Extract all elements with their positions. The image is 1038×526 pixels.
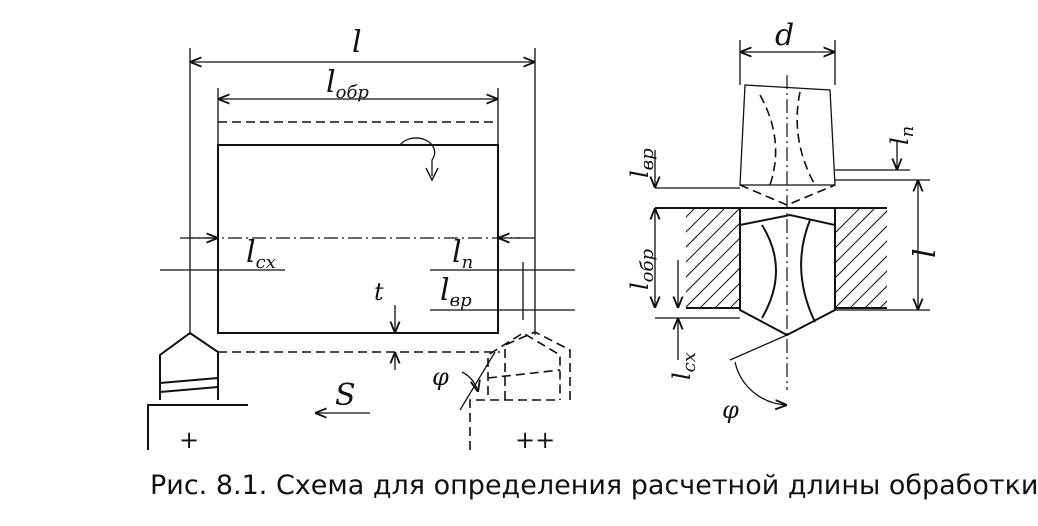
label-r-l-vr: lвр xyxy=(626,148,658,178)
label-t: t xyxy=(374,278,384,306)
tool-start xyxy=(159,331,219,400)
tool-end-stripe xyxy=(487,369,561,379)
hatching-left xyxy=(686,208,740,308)
label-l-p: lп xyxy=(452,235,473,273)
label-r-phi: φ xyxy=(722,396,739,424)
label-l-obr: lобр xyxy=(326,65,369,103)
rotation-arrowhead xyxy=(425,167,439,182)
hatching-right xyxy=(835,208,887,308)
machining-length-diagram: l lобр lcx lп lвр t xyxy=(147,18,943,454)
tool-end-dashed xyxy=(487,332,561,400)
label-phi: φ xyxy=(432,363,449,391)
label-l-vr: lвр xyxy=(440,273,472,311)
label-r-l-cx: lcx xyxy=(668,352,700,380)
phi-arc xyxy=(461,371,478,392)
label-l: l xyxy=(352,25,362,60)
tool-stripe-2 xyxy=(159,386,219,393)
label-plusplus: ++ xyxy=(515,426,555,454)
drill-tip-dashed xyxy=(739,184,836,206)
label-plus: + xyxy=(179,426,199,454)
r-phi-ray xyxy=(729,334,788,361)
tool-end-dashed-2 xyxy=(504,331,571,400)
figure-canvas: l lобр lcx lп lвр t xyxy=(147,18,1038,501)
drill-flutes-upper xyxy=(759,91,816,186)
turning-scheme: l lобр lcx lп lвр t xyxy=(147,25,575,454)
phi-ray xyxy=(459,351,496,411)
label-d: d xyxy=(775,18,794,53)
tool-holder xyxy=(147,404,248,450)
tool-end-holder xyxy=(469,399,560,450)
rotation-arrow xyxy=(399,137,436,176)
drilling-scheme: d xyxy=(626,18,943,424)
figure-caption: Рис. 8.1. Схема для определения расчетно… xyxy=(150,470,1038,501)
label-s: S xyxy=(335,378,356,413)
label-l-cx: lcx xyxy=(246,235,276,273)
label-r-l-obr: lобр xyxy=(626,248,658,290)
tool-stripe-1 xyxy=(159,377,219,384)
label-r-l: l xyxy=(908,248,943,258)
drill-flutes-lower xyxy=(761,219,816,323)
label-r-l-p: lп xyxy=(886,126,918,145)
r-phi-arc xyxy=(734,361,787,405)
